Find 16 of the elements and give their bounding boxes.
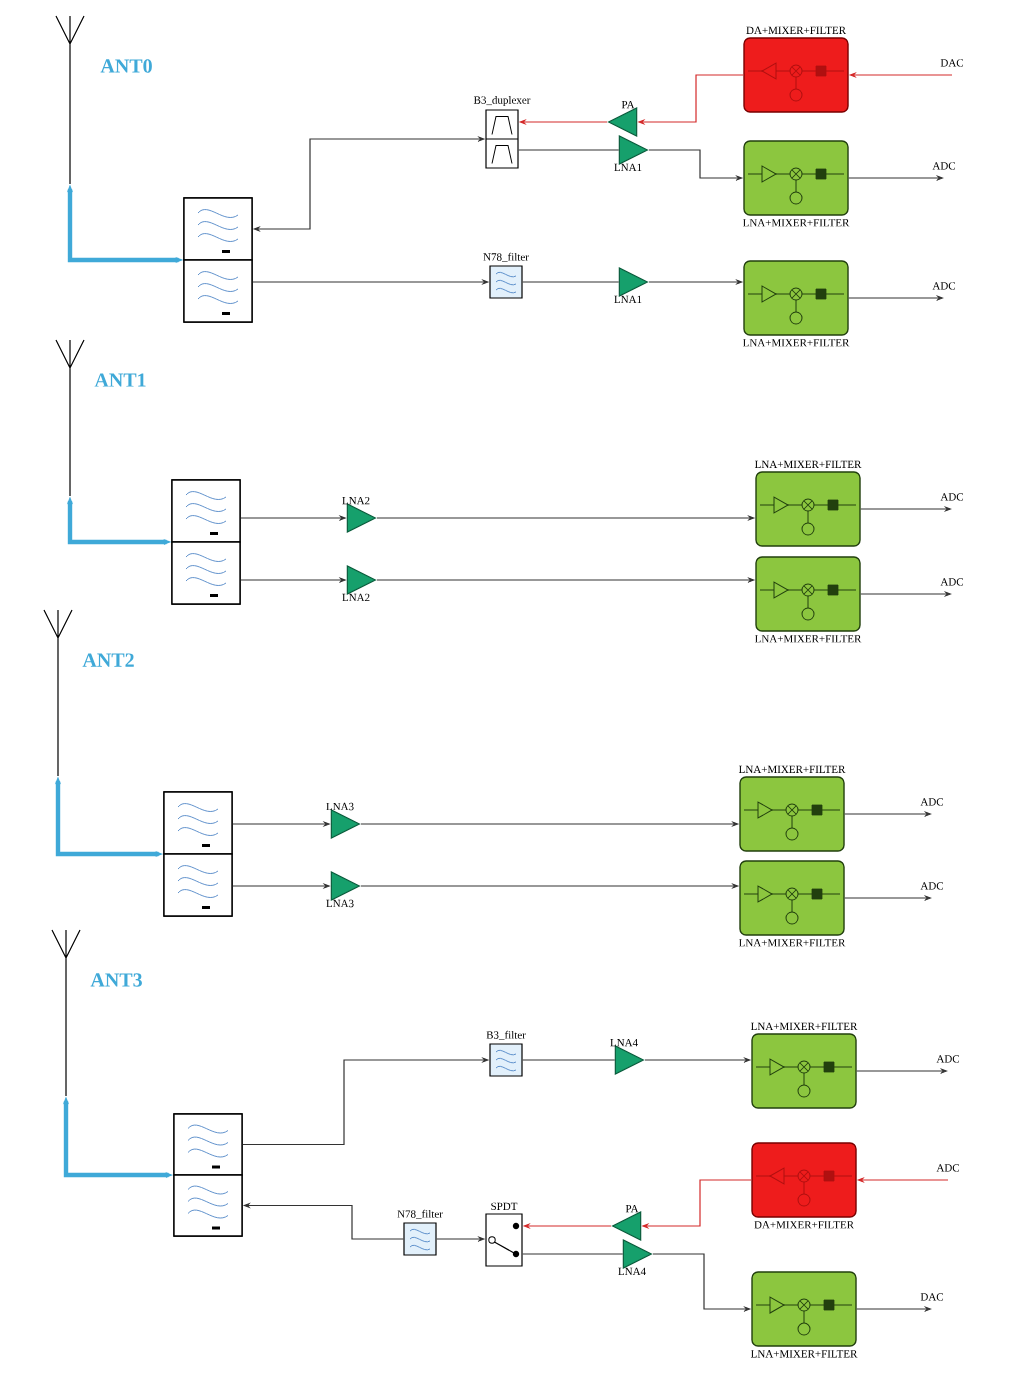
antenna-label: ANT3 <box>90 973 142 987</box>
filter-section <box>173 1113 243 1176</box>
connector-line <box>522 1059 616 1061</box>
filter-section <box>171 541 241 605</box>
filter-section <box>183 197 253 261</box>
filter-section <box>163 791 233 855</box>
filter-section <box>171 479 241 543</box>
antenna-label: ANT0 <box>100 59 152 73</box>
filter-section <box>183 259 253 323</box>
filter-section <box>163 853 233 917</box>
connector-line <box>522 1253 624 1255</box>
connector-line <box>518 149 620 151</box>
filter-section <box>173 1174 243 1237</box>
antenna-label: ANT2 <box>82 653 134 667</box>
antenna-label: ANT1 <box>94 373 146 387</box>
connector-line <box>522 281 620 283</box>
